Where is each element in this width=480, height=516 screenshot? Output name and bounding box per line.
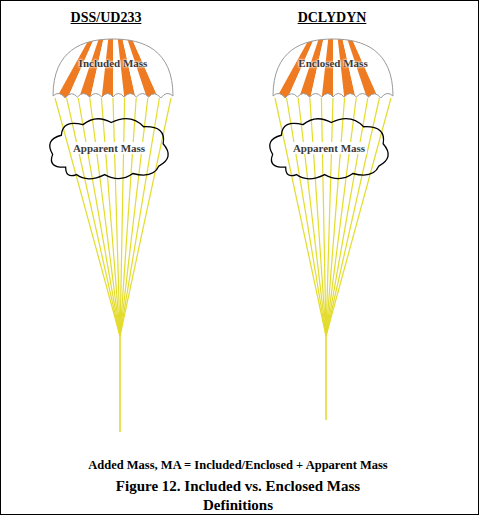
- canopy-outline: [273, 39, 393, 98]
- apparent-mass-cloud: Apparent Mass: [264, 114, 394, 182]
- column-heading: DCLYDYN: [298, 10, 367, 26]
- cloud-outline: [270, 119, 388, 179]
- parachute-canopy: Included Mass: [52, 36, 174, 102]
- riser-line: [119, 336, 121, 432]
- apparent-mass-label: Apparent Mass: [291, 142, 367, 155]
- mass-label: Enclosed Mass: [298, 57, 367, 70]
- suspension-lines: [55, 98, 391, 432]
- figure-caption: Figure 12. Included vs. Enclosed Mass De…: [88, 477, 388, 515]
- equation-note: Added Mass, MA = Included/Enclosed + App…: [88, 458, 387, 473]
- suspension-line: [298, 98, 326, 336]
- suspension-line: [113, 98, 120, 336]
- suspension-line: [101, 98, 120, 336]
- suspension-line: [326, 98, 356, 336]
- suspension-line: [326, 98, 391, 336]
- suspension-line: [326, 98, 368, 336]
- column-heading: DSS/UD233: [71, 10, 142, 26]
- suspension-line: [120, 98, 148, 336]
- suspension-line: [326, 98, 379, 336]
- parachute-canopy: Enclosed Mass: [272, 36, 394, 102]
- suspension-line: [310, 98, 326, 336]
- suspension-line: [67, 98, 120, 336]
- mass-label: Included Mass: [79, 57, 148, 70]
- suspension-line: [55, 98, 120, 336]
- suspension-line: [275, 98, 326, 336]
- suspension-line: [120, 98, 159, 336]
- cloud-outline: [50, 119, 168, 179]
- suspension-line: [321, 98, 326, 336]
- suspension-line: [287, 98, 326, 336]
- riser-line: [325, 336, 327, 420]
- suspension-line: [120, 98, 171, 336]
- suspension-line: [78, 98, 120, 336]
- apparent-mass-cloud: Apparent Mass: [44, 114, 174, 182]
- apparent-mass-label: Apparent Mass: [71, 142, 147, 155]
- canopy-outline: [53, 39, 173, 98]
- suspension-line: [90, 98, 120, 336]
